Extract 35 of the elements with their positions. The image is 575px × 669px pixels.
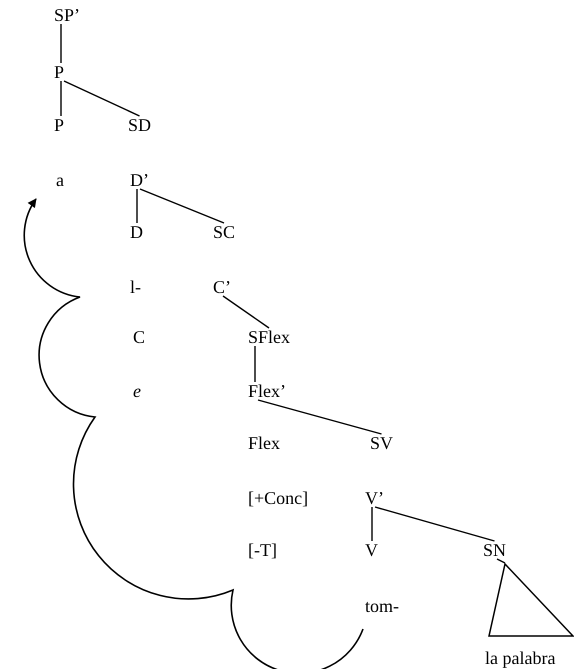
- tree-branch: [258, 399, 382, 435]
- tree-label: SD: [128, 115, 152, 135]
- tree-label: SN: [483, 540, 506, 560]
- tree-label: V’: [365, 488, 384, 508]
- tree-label: [-T]: [248, 540, 277, 560]
- tree-label: D’: [130, 170, 149, 190]
- tree-branch: [64, 80, 140, 117]
- tree-branch: [140, 188, 224, 224]
- tree-label: C’: [213, 277, 231, 297]
- tree-label: SV: [370, 433, 394, 453]
- tree-branch: [496, 558, 506, 564]
- tree-label: a: [56, 170, 64, 190]
- tree-label: Flex’: [248, 381, 286, 401]
- tree-label: Flex: [248, 433, 280, 453]
- tree-label: D: [130, 222, 143, 242]
- tree-branch: [371, 507, 373, 541]
- tree-label: P: [54, 62, 64, 82]
- tree-branch: [254, 346, 256, 382]
- tree-label: SP’: [54, 5, 80, 25]
- tree-label: SC: [213, 222, 236, 242]
- movement-arrow: [24, 198, 364, 669]
- tree-branch: [60, 24, 62, 63]
- tree-label: l-: [130, 277, 141, 297]
- tree-label: la palabra: [485, 648, 556, 668]
- tree-branch: [374, 506, 495, 542]
- tree-label: V: [365, 540, 378, 560]
- tree-branch: [222, 295, 270, 329]
- tree-label: tom-: [365, 596, 399, 616]
- tree-label: C: [133, 327, 146, 347]
- tree-label: e: [133, 381, 141, 401]
- tree-branch: [60, 81, 62, 116]
- tree-label: P: [54, 115, 64, 135]
- tree-branch: [136, 189, 138, 223]
- tree-label: [+Conc]: [248, 488, 308, 508]
- tree-label: SFlex: [248, 327, 290, 347]
